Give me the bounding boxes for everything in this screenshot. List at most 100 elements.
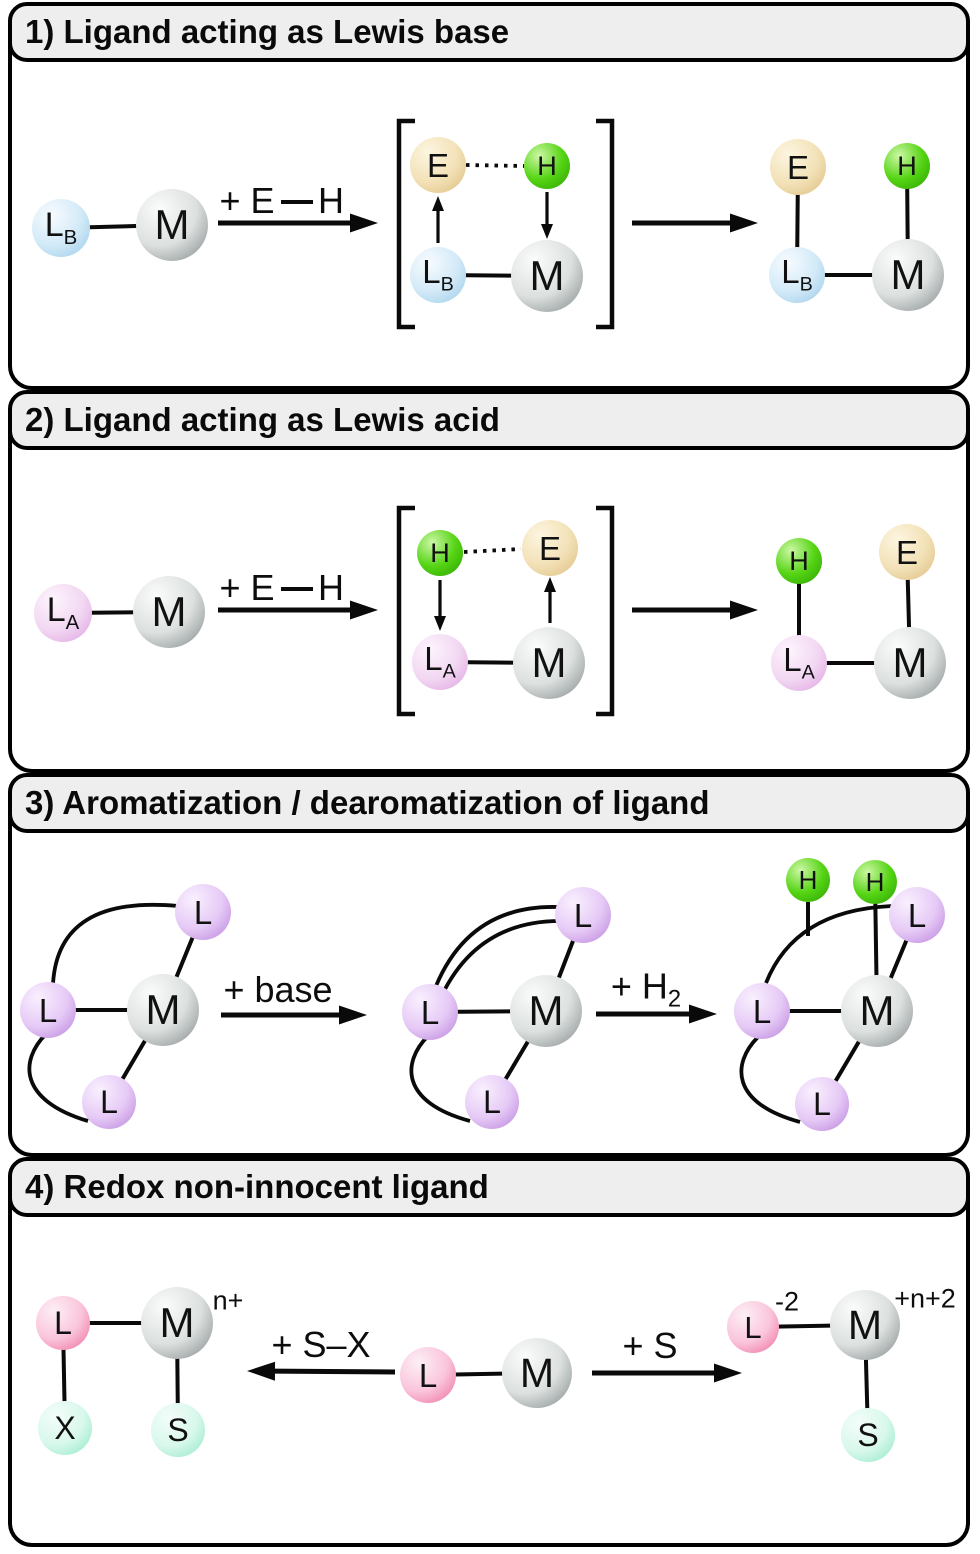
- sphere-H: H: [786, 858, 830, 902]
- annotation-text: H: [318, 180, 344, 221]
- annotation-text: + base: [223, 969, 333, 1010]
- sphere-LA: LA: [34, 584, 92, 642]
- panel-aromatization-header: 3) Aromatization / dearomatization of li…: [8, 773, 970, 833]
- sphere-label: L: [752, 992, 772, 1030]
- sphere-label: M: [519, 1349, 555, 1396]
- annotation-text: + E: [219, 567, 275, 608]
- panel-lewis-base-title: 1) Ligand acting as Lewis base: [25, 13, 510, 50]
- panel-aromatization-title: 3) Aromatization / dearomatization of li…: [25, 784, 710, 821]
- sphere-label: LB: [44, 205, 78, 249]
- sphere-label: H: [537, 150, 557, 181]
- sphere-label: M: [892, 639, 928, 686]
- sphere-LA: LA: [771, 635, 827, 691]
- sphere-label: H: [798, 865, 818, 895]
- sphere-LB: LB: [410, 247, 466, 303]
- sphere-label: S: [167, 1412, 189, 1448]
- annotation-text: -2: [774, 1286, 800, 1317]
- sphere-H: H: [417, 530, 463, 576]
- sphere-M: M: [141, 1287, 213, 1359]
- sphere-E: E: [410, 137, 466, 193]
- sphere-L: L: [400, 1347, 456, 1403]
- sphere-M: M: [502, 1338, 572, 1408]
- sphere-L: L: [175, 884, 231, 940]
- sphere-label: X: [54, 1410, 76, 1446]
- sphere-label: L: [54, 1305, 72, 1341]
- sphere-L: L: [889, 887, 945, 943]
- panel-redox: 4) Redox non-innocent ligand: [8, 1157, 970, 1547]
- sphere-label: E: [786, 148, 809, 186]
- sphere-L: L: [36, 1296, 90, 1350]
- sphere-LB: LB: [32, 199, 90, 257]
- sphere-label: H: [430, 537, 450, 568]
- sphere-label: LA: [424, 639, 456, 683]
- annotation-text: + H2: [610, 965, 682, 1013]
- sphere-H: H: [524, 143, 570, 189]
- sphere-label: L: [483, 1084, 501, 1120]
- sphere-L: L: [555, 887, 611, 943]
- annotation-text: H: [318, 567, 344, 608]
- sphere-M: M: [841, 975, 913, 1047]
- panel-redox-title: 4) Redox non-innocent ligand: [25, 1168, 489, 1205]
- sphere-label: E: [426, 146, 449, 184]
- sphere-label: L: [38, 991, 58, 1029]
- sphere-label: LA: [783, 640, 815, 684]
- sphere-L: L: [20, 982, 76, 1038]
- sphere-L: L: [82, 1075, 136, 1129]
- panel-redox-header: 4) Redox non-innocent ligand: [8, 1157, 970, 1217]
- sphere-M: M: [872, 239, 944, 311]
- sphere-label: M: [159, 1299, 195, 1346]
- sphere-label: L: [813, 1086, 831, 1122]
- sphere-E: E: [522, 520, 578, 576]
- sphere-label: L: [907, 896, 927, 934]
- sphere-M: M: [830, 1290, 900, 1360]
- sphere-L: L: [465, 1075, 519, 1129]
- sphere-LA: LA: [412, 634, 468, 690]
- sphere-M: M: [136, 189, 208, 261]
- sphere-M: M: [513, 627, 585, 699]
- panel-lewis-acid-header: 2) Ligand acting as Lewis acid: [8, 390, 970, 450]
- annotation-text: + E: [219, 180, 275, 221]
- sphere-M: M: [127, 974, 199, 1046]
- sphere-label: H: [897, 150, 917, 181]
- sphere-M: M: [510, 975, 582, 1047]
- annotation-text: +n+2: [894, 1283, 956, 1314]
- panel-lewis-acid-title: 2) Ligand acting as Lewis acid: [25, 401, 500, 438]
- sphere-M: M: [133, 576, 205, 648]
- sphere-label: E: [538, 529, 561, 567]
- sphere-S: S: [841, 1408, 895, 1462]
- sphere-X: X: [38, 1401, 92, 1455]
- sphere-label: L: [193, 893, 213, 931]
- panel-lewis-base-header: 1) Ligand acting as Lewis base: [8, 2, 970, 62]
- annotation-text: + S: [622, 1325, 678, 1366]
- sphere-label: M: [859, 987, 895, 1034]
- sphere-H: H: [776, 538, 822, 584]
- annotation-text: + S–X: [271, 1324, 371, 1365]
- sphere-L: L: [795, 1077, 849, 1131]
- sphere-L: L: [402, 984, 458, 1040]
- sphere-LB: LB: [769, 247, 825, 303]
- sphere-label: LA: [46, 590, 80, 634]
- sphere-label: L: [100, 1084, 118, 1120]
- sphere-label: L: [420, 993, 440, 1031]
- sphere-L: L: [727, 1301, 779, 1353]
- sphere-S: S: [151, 1403, 205, 1457]
- sphere-label: M: [528, 987, 564, 1034]
- sphere-H: H: [853, 860, 897, 904]
- sphere-label: H: [865, 867, 885, 897]
- sphere-H: H: [884, 143, 930, 189]
- sphere-label: M: [531, 639, 567, 686]
- sphere-label: H: [789, 545, 809, 576]
- sphere-label: M: [847, 1301, 883, 1348]
- sphere-M: M: [511, 240, 583, 312]
- sphere-E: E: [770, 139, 826, 195]
- sphere-label: M: [145, 986, 181, 1033]
- sphere-label: M: [529, 252, 565, 299]
- sphere-label: M: [151, 588, 187, 635]
- sphere-L: L: [734, 983, 790, 1039]
- sphere-M: M: [874, 627, 946, 699]
- sphere-label: M: [890, 251, 926, 298]
- sphere-label: LB: [781, 252, 813, 296]
- annotation-text: n+: [212, 1285, 244, 1316]
- sphere-label: S: [857, 1417, 879, 1453]
- sphere-label: M: [154, 201, 190, 248]
